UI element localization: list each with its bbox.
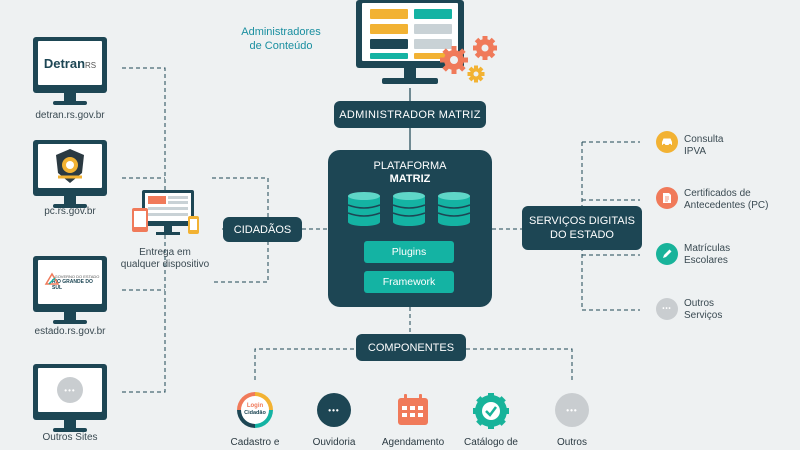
entrega-caption: Entrega em qualquer dispositivo (110, 247, 220, 271)
more-icon: ••• (57, 377, 83, 403)
service-ipva: Consulta IPVA (684, 134, 723, 158)
service-matriculas: Matrículas Escolares (684, 243, 730, 267)
entrega-line1: Entrega em (139, 247, 191, 258)
calendar-icon (398, 394, 428, 425)
car-icon (656, 131, 678, 153)
site-caption-outros: Outros Sites (42, 432, 98, 443)
component-label-cadastro: Cadastro e (230, 437, 280, 448)
rs-logo-main: RIO GRANDE DO SUL (52, 278, 93, 291)
database-icon (347, 192, 381, 226)
detran-logo-suffix: RS (85, 60, 97, 70)
detran-logo: DetranRS (44, 56, 96, 71)
cidadaos-label: CIDADÃOS (233, 223, 292, 236)
service-matriculas-line1: Matrículas (684, 243, 731, 254)
service-certificados-line1: Certificados de (684, 188, 751, 199)
servicos-line2: DO ESTADO (550, 229, 614, 241)
component-label-ouvidoria: Ouvidoria (312, 437, 356, 448)
admin-caption-line2: de Conteúdo (249, 40, 313, 52)
service-outros-line2: Serviços (684, 310, 723, 321)
login-cidadao-badge-icon: Login Cidadão (237, 392, 273, 428)
pencil-icon (656, 243, 678, 265)
platform-title-line2: MATRIZ (389, 173, 431, 185)
service-certificados-line2: Antecedentes (PC) (684, 200, 769, 211)
site-caption-estado: estado.rs.gov.br (34, 326, 106, 337)
service-outros-line1: Outros (684, 298, 715, 309)
componentes-box: COMPONENTES (356, 334, 466, 361)
document-icon (656, 187, 678, 209)
database-icon (437, 192, 471, 226)
plugins-box: Plugins (364, 241, 454, 263)
login-badge-line1: Login (246, 403, 264, 409)
gears-icon (440, 36, 497, 83)
police-badge-icon (56, 149, 84, 183)
rs-logo-small: GOVERNO DO ESTADO (54, 273, 100, 279)
entrega-line2: qualquer dispositivo (120, 259, 210, 270)
devices-illustration (132, 190, 202, 240)
servicos-line1: SERVIÇOS DIGITAIS (529, 215, 635, 227)
framework-box: Framework (364, 271, 454, 293)
service-matriculas-line2: Escolares (684, 255, 728, 266)
servicos-box: SERVIÇOS DIGITAIS DO ESTADO (522, 206, 642, 250)
detran-logo-text: Detran (43, 55, 86, 71)
framework-label: Framework (382, 276, 436, 288)
site-caption-pc: pc.rs.gov.br (44, 206, 96, 217)
component-label-agendamento: Agendamento (381, 437, 445, 448)
componentes-label: COMPONENTES (367, 341, 455, 354)
admin-matriz-box: ADMINISTRADOR MATRIZ (334, 101, 486, 128)
chat-bubble-icon: ••• (317, 393, 351, 427)
component-label-outros: Outros (556, 437, 587, 448)
service-outros: Outros Serviços (684, 298, 722, 322)
database-icons (347, 192, 471, 226)
component-label-catalogo: Catálogo de (464, 437, 518, 448)
more-services-icon: ••• (656, 298, 678, 320)
login-badge-line2: Cidadão (244, 410, 266, 416)
cidadaos-box: CIDADÃOS (223, 217, 302, 242)
site-caption-detran: detran.rs.gov.br (35, 110, 105, 121)
plugins-label: Plugins (391, 246, 427, 258)
admin-caption: Administradores de Conteúdo (226, 25, 336, 53)
check-badge-icon (473, 393, 509, 429)
site-monitor-detran: DetranRS (33, 37, 107, 107)
site-monitor-estado: GOVERNO DO ESTADO RIO GRANDE DO SUL (33, 256, 107, 326)
more-components-icon: ••• (555, 393, 589, 427)
platform-title-line1: PLATAFORMA (373, 160, 447, 172)
platform-box: PLATAFORMA MATRIZ Plugins Framework (328, 150, 492, 307)
site-monitor-pc (33, 140, 107, 210)
admin-caption-line1: Administradores (241, 26, 321, 38)
service-ipva-line1: Consulta (684, 134, 724, 145)
admin-matriz-label: ADMINISTRADOR MATRIZ (339, 108, 481, 121)
platform-title: PLATAFORMA MATRIZ (328, 160, 492, 186)
service-certificados: Certificados de Antecedentes (PC) (684, 188, 769, 212)
service-ipva-line2: IPVA (684, 146, 707, 157)
database-icon (392, 192, 426, 226)
more-dots: ••• (64, 385, 76, 395)
site-monitor-outros: ••• (33, 364, 107, 434)
rs-state-logo-icon (44, 272, 60, 285)
